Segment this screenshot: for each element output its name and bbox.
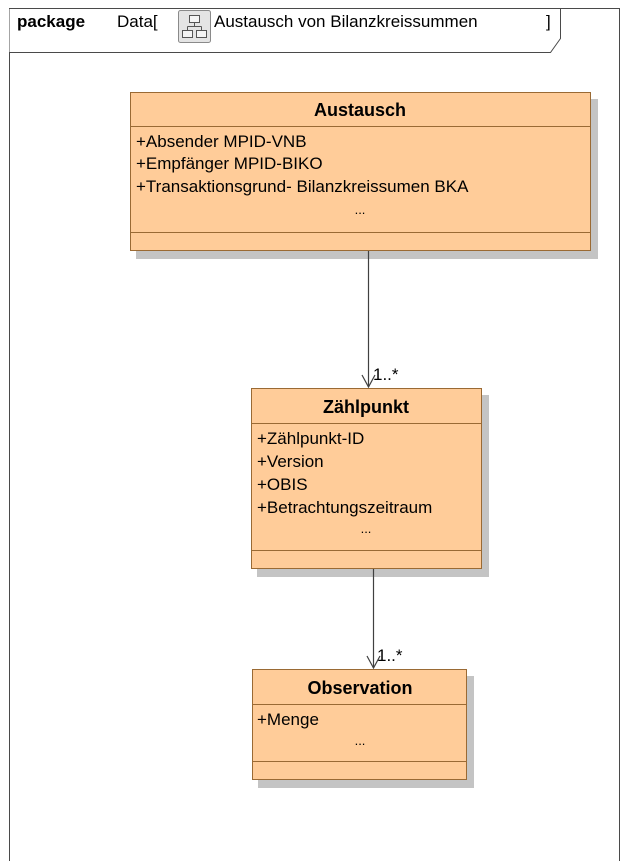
package-name-prefix: Data[: [117, 12, 158, 31]
class-attribute: +Menge: [257, 710, 319, 729]
class-name: Austausch: [314, 100, 406, 120]
association-zaehlpunkt-observation[interactable]: 1..*: [366, 569, 403, 670]
association-multiplicity: 1..*: [377, 646, 403, 665]
class-zaehlpunkt[interactable]: Zählpunkt +Zählpunkt-ID +Version +OBIS +…: [251, 388, 490, 578]
package-keyword: package: [17, 12, 85, 31]
class-body: [130, 92, 591, 251]
package-title-tab: [9, 8, 561, 53]
class-attribute: +Absender MPID-VNB: [136, 132, 307, 151]
association-multiplicity: 1..*: [373, 365, 399, 384]
class-body: [251, 388, 482, 569]
class-attribute: +Betrachtungszeitraum: [257, 498, 432, 517]
class-ellipsis: ...: [355, 202, 366, 217]
class-name: Zählpunkt: [323, 397, 409, 417]
class-attribute: +Empfänger MPID-BIKO: [136, 154, 323, 173]
class-ellipsis: ...: [355, 733, 366, 748]
class-attribute: +Transaktionsgrund- Bilanzkreissumen BKA: [136, 177, 469, 196]
package-diagram-title: Austausch von Bilanzkreissummen: [214, 12, 478, 31]
package-name-suffix: ]: [546, 12, 551, 31]
class-ellipsis: ...: [361, 521, 372, 536]
class-austausch[interactable]: Austausch +Absender MPID-VNB +Empfänger …: [130, 92, 599, 260]
class-attribute: +Zählpunkt-ID: [257, 429, 364, 448]
association-arrowhead-icon: [361, 374, 376, 389]
class-name: Observation: [307, 678, 412, 698]
class-attribute: +Version: [257, 452, 324, 471]
class-attribute: +OBIS: [257, 475, 308, 494]
class-observation[interactable]: Observation +Menge ...: [252, 669, 475, 789]
association-austausch-zaehlpunkt[interactable]: 1..*: [361, 251, 399, 389]
association-arrowhead-icon: [366, 655, 381, 670]
class-diagram-icon: [178, 10, 211, 43]
